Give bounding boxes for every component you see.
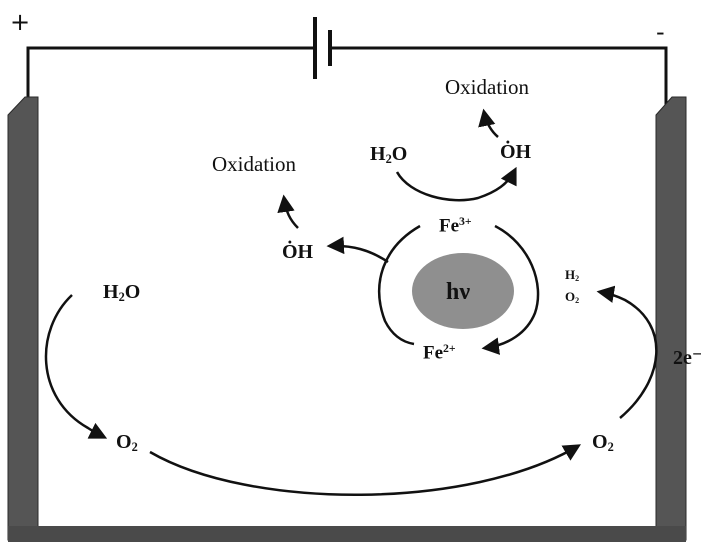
hydroxyl-radical-left: ȮH (282, 241, 314, 263)
cathode-electrode (655, 96, 687, 541)
circuit-wire-left (26, 46, 315, 105)
peroxide-line2: O2 (565, 290, 579, 305)
circuit-wire-right (330, 46, 668, 105)
oxygen-label-right: O2 (592, 432, 614, 454)
arrow-fe3-branch-oh (326, 236, 389, 264)
oxygen-left-main: O (116, 431, 132, 453)
fe3-charge: 3+ (459, 215, 472, 228)
fe3-label: Fe3+ (439, 215, 472, 237)
positive-terminal-label: + (10, 8, 31, 36)
arrow-oh-to-oxidation-left (277, 194, 299, 229)
peroxide-o-sub: 2 (575, 296, 580, 305)
peroxide-h: H (565, 267, 576, 282)
water-top-sub: 2 (385, 152, 392, 167)
light-label: hν (446, 279, 471, 305)
arrow-water-to-oh (395, 166, 517, 202)
peroxide-line1: H2 (565, 268, 579, 283)
oxygen-left-sub: 2 (131, 440, 138, 455)
water-left-main: H (103, 281, 119, 303)
cell-floor (8, 526, 686, 542)
arrow-oh-to-oxidation-top (478, 108, 499, 138)
water-top-tail: O (391, 143, 408, 165)
oxygen-label-left: O2 (116, 432, 138, 454)
water-left-sub: 2 (118, 290, 125, 305)
electrons-label: 2e⁻ (673, 347, 701, 369)
arrow-fe2-to-fe3 (481, 224, 540, 355)
peroxide-h-sub: 2 (575, 274, 580, 283)
arrow-fe3-to-oh (377, 224, 421, 346)
oxidation-label-top: Oxidation (445, 75, 529, 99)
fe3-main: Fe (439, 215, 460, 237)
water-label-top: H2O (370, 144, 407, 166)
oxidation-label-left: Oxidation (212, 152, 296, 176)
water-top-main: H (370, 143, 386, 165)
fe2-main: Fe (423, 342, 444, 364)
fe2-label: Fe2+ (423, 342, 456, 364)
water-left-tail: O (124, 281, 141, 303)
hydroxyl-radical-top: ȮH (500, 141, 532, 163)
anode-electrode (7, 96, 39, 541)
arrow-water-to-oxygen (44, 294, 108, 439)
arrow-oxygen-to-peroxide (596, 285, 658, 419)
arrow-oxygen-transfer (149, 444, 582, 496)
light-source-ellipse (412, 253, 514, 329)
oxygen-right-main: O (592, 431, 608, 453)
water-label-left: H2O (103, 282, 140, 304)
negative-terminal-label: - (656, 18, 665, 46)
peroxide-o: O (565, 289, 576, 304)
oxygen-right-sub: 2 (607, 440, 614, 455)
fe2-charge: 2+ (443, 342, 456, 355)
